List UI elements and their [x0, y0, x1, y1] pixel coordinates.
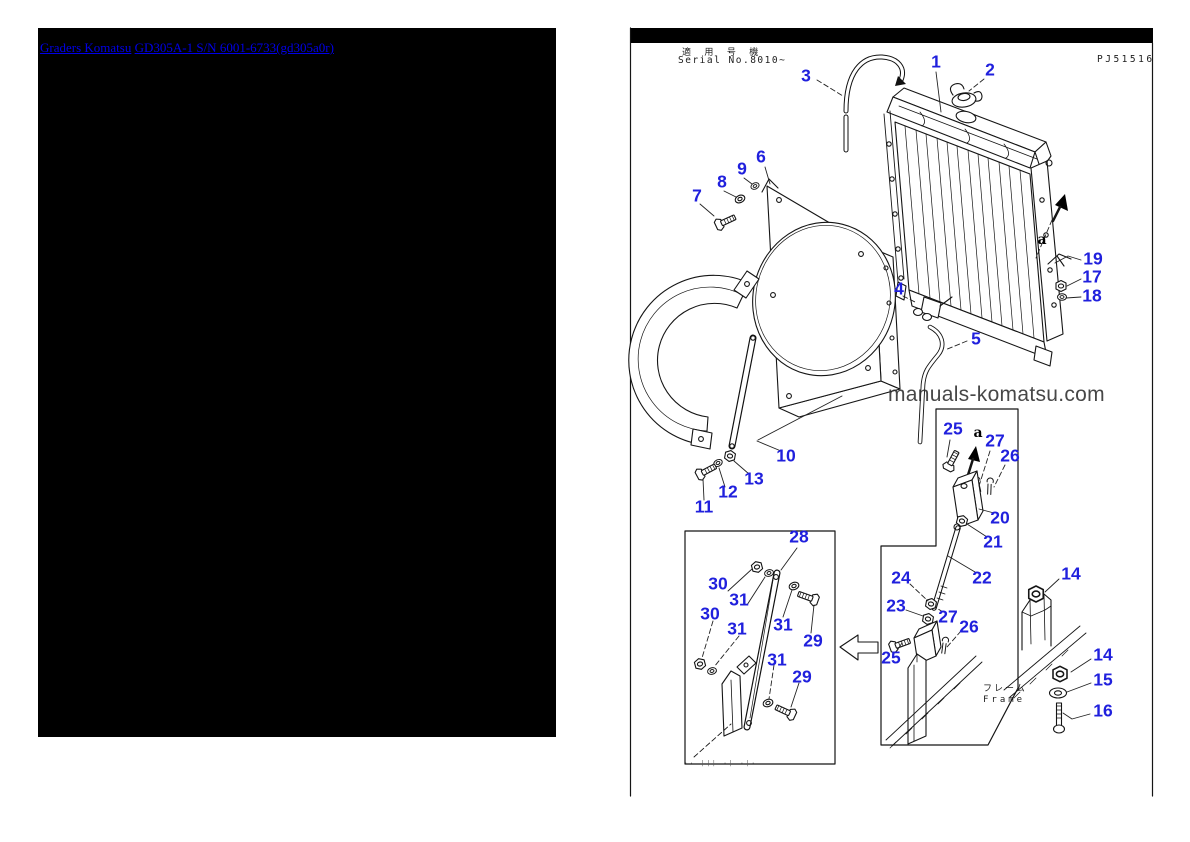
callout-25: 25	[943, 418, 963, 439]
callout-7: 7	[692, 185, 702, 206]
callout-29: 29	[803, 630, 823, 651]
figure-code: PJ51516	[1097, 54, 1155, 65]
serial-number-text: Serial No.8010~	[678, 55, 787, 66]
callout-18: 18	[1082, 285, 1102, 306]
callout-28: 28	[789, 526, 809, 547]
view-label-a: a	[1037, 232, 1047, 248]
detail-arrow-left	[839, 634, 879, 661]
callout-12: 12	[718, 481, 738, 502]
callout-30: 30	[700, 603, 720, 624]
drain-hose-drawing	[917, 324, 945, 445]
callout-26: 26	[959, 616, 979, 637]
link-graders-komatsu[interactable]: Graders Komatsu	[40, 40, 132, 55]
callout-14: 14	[1061, 563, 1081, 584]
stay-strap-drawing	[693, 334, 757, 483]
callout-5: 5	[971, 328, 981, 349]
bottom-left-inset-box	[684, 530, 836, 765]
callout-27: 27	[938, 606, 958, 627]
callout-10: 10	[776, 445, 796, 466]
callout-23: 23	[886, 595, 906, 616]
callout-31: 31	[773, 614, 793, 635]
stay-bar-assembly-drawing	[693, 559, 821, 758]
frame-label-jp: フレーム	[983, 684, 1027, 694]
callout-22: 22	[972, 567, 992, 588]
leader-lines	[699, 71, 1092, 720]
callout-14: 14	[1093, 644, 1113, 665]
callout-2: 2	[985, 59, 995, 80]
callout-25: 25	[881, 647, 901, 668]
callout-1: 1	[931, 51, 941, 72]
callout-11: 11	[694, 496, 714, 517]
watermark-text: manuals-komatsu.com	[888, 383, 1105, 406]
callout-17: 17	[1082, 266, 1102, 287]
radiator-cap-drawing	[949, 83, 983, 108]
callout-26: 26	[1000, 445, 1020, 466]
callout-13: 13	[744, 468, 764, 489]
callout-8: 8	[717, 171, 727, 192]
drain-cock-drawing	[912, 296, 953, 322]
upper-hose-drawing	[843, 54, 906, 153]
curved-duct-drawing	[628, 270, 760, 450]
frame-label-en: Frame	[983, 695, 1026, 705]
left-black-panel: Graders Komatsu GD305A-1 S/N 6001-6733(g…	[38, 28, 556, 737]
page-top-black-band	[630, 28, 1153, 43]
page-borders	[629, 27, 1154, 797]
callout-4: 4	[894, 278, 904, 299]
adjust-rod-assembly-drawing	[885, 446, 996, 749]
callout-27: 27	[985, 430, 1005, 451]
side-hardware-drawing	[1047, 253, 1072, 301]
view-label-a: a	[973, 425, 983, 441]
callout-9: 9	[737, 158, 747, 179]
callout-16: 16	[1093, 700, 1113, 721]
middle-inset-box	[880, 408, 1019, 746]
applicable-machines-kanji: 適 用 号 機	[682, 48, 763, 58]
callout-19: 19	[1083, 248, 1103, 269]
callout-31: 31	[729, 589, 749, 610]
callout-20: 20	[990, 507, 1010, 528]
callout-3: 3	[801, 65, 811, 86]
fan-shroud-drawing	[752, 178, 901, 418]
view-arrow-a-top	[1051, 194, 1068, 223]
callout-21: 21	[983, 531, 1003, 552]
footnote-marks: ·· ||| ·| ·|·	[684, 760, 757, 767]
callout-6: 6	[756, 146, 766, 167]
callout-31: 31	[727, 618, 747, 639]
callout-29: 29	[792, 666, 812, 687]
callout-30: 30	[708, 573, 728, 594]
frame-bracket-drawing	[1003, 585, 1087, 734]
link-model-serial[interactable]: GD305A-1 S/N 6001-6733(gd305a0r)	[134, 40, 334, 55]
breadcrumb: Graders Komatsu GD305A-1 S/N 6001-6733(g…	[40, 40, 334, 56]
callout-15: 15	[1093, 669, 1113, 690]
callout-24: 24	[891, 567, 911, 588]
radiator-drawing	[883, 87, 1064, 367]
callout-31: 31	[767, 649, 787, 670]
